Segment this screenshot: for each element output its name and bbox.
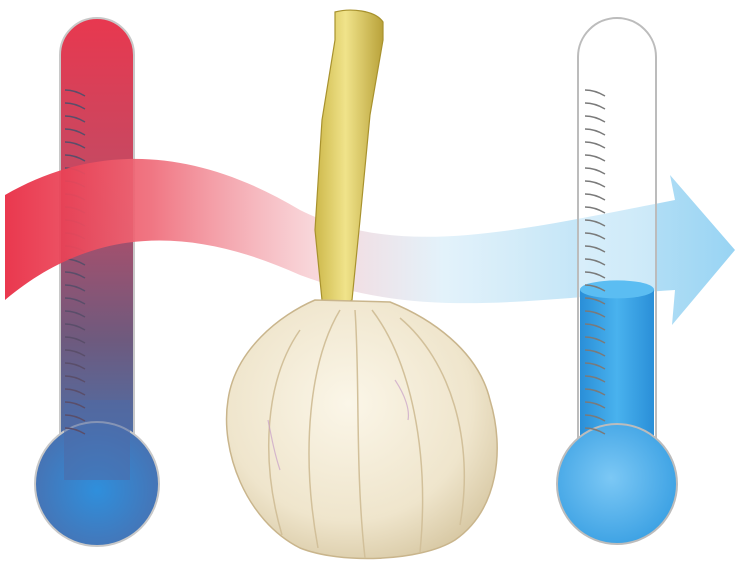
thermometer-cold-liquid-surface (580, 280, 654, 298)
thermometer-hot-icon (35, 18, 159, 546)
